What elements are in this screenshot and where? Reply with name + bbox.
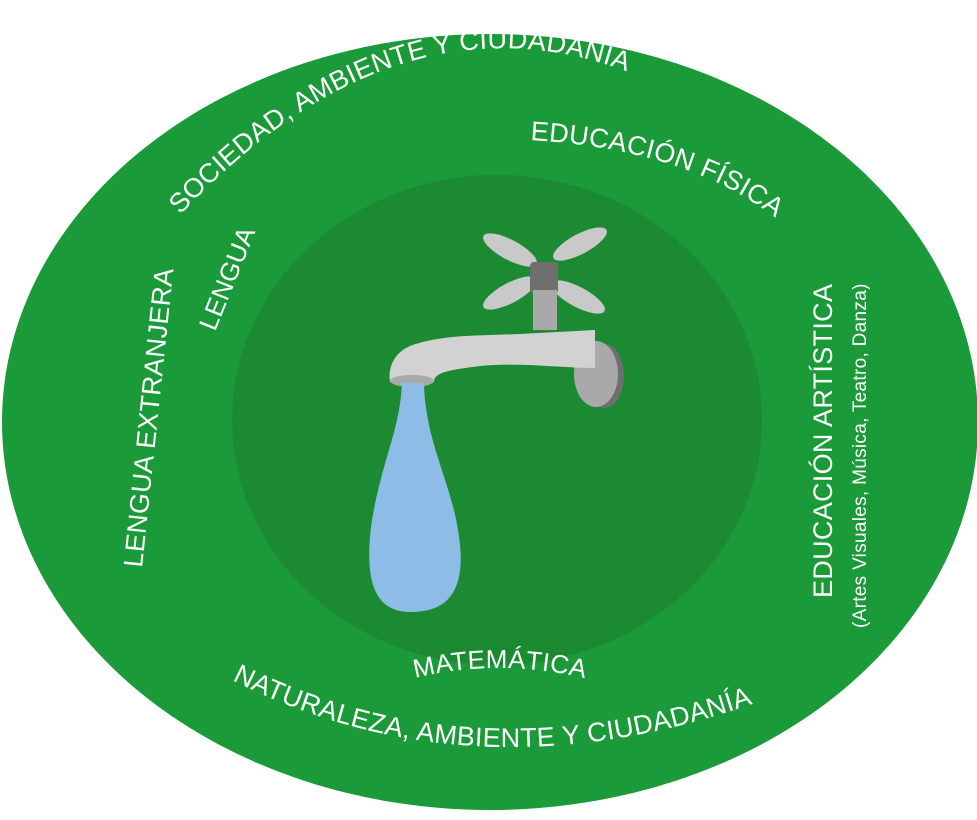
faucet-cap	[530, 262, 558, 294]
water-drop-icon	[369, 383, 461, 612]
label-educacion-artistica: EDUCACIÓN ARTÍSTICA	[807, 284, 838, 598]
water-faucet-icon	[389, 227, 624, 408]
faucet-handle	[483, 227, 607, 314]
label-educacion-artistica-detail: (Artes Visuales, Música, Teatro, Danza)	[850, 283, 871, 628]
inner-circle	[232, 175, 762, 665]
faucet-spout	[389, 330, 595, 382]
faucet-stem	[533, 290, 557, 330]
